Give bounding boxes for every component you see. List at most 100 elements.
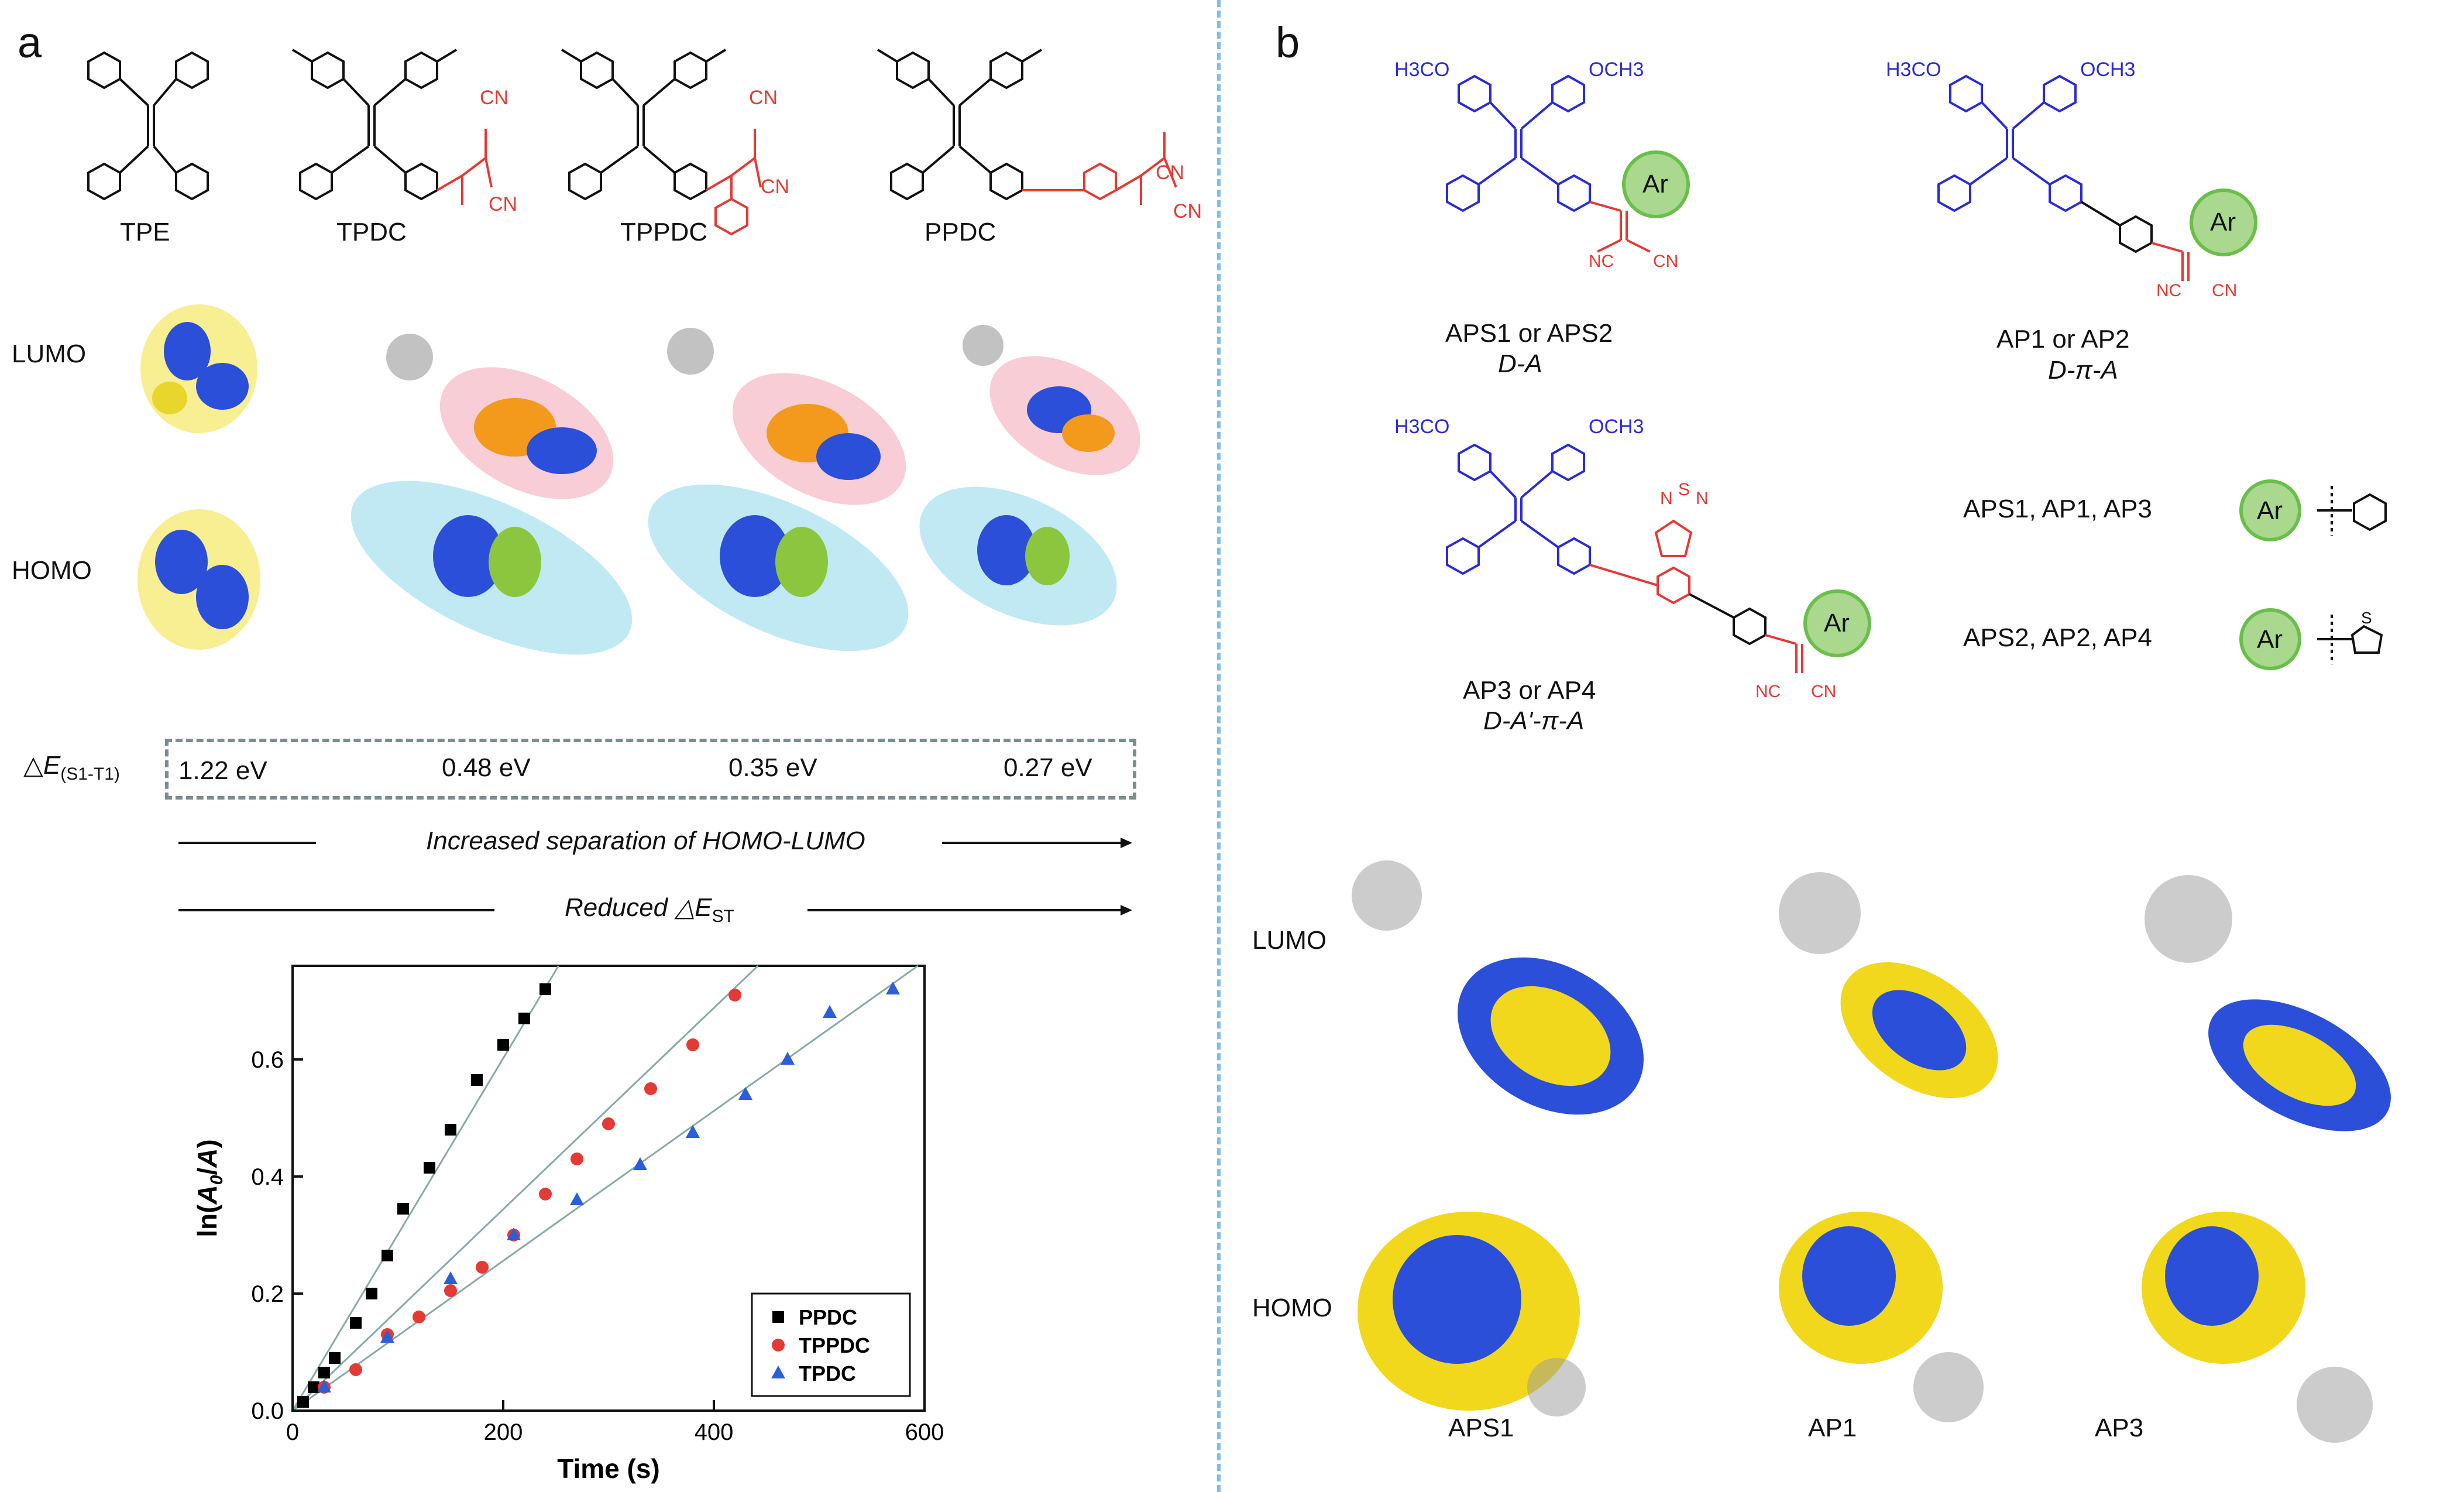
panel-divider	[1217, 0, 1221, 1492]
delta-e-tpe: 1.22 eV	[178, 756, 267, 785]
ppdc-cn-1: CN	[1156, 162, 1185, 184]
panel-a-structures	[87, 49, 1177, 236]
tpdc-cn-2: CN	[489, 193, 518, 215]
point-ppdc-7	[397, 1203, 409, 1215]
fit-line-tpdc	[292, 965, 919, 1412]
ppdc-cn-2: CN	[1173, 200, 1202, 222]
legend-label-tppdc: TPPDC	[799, 1333, 870, 1357]
molecule-label-tpdc: TPDC	[336, 218, 407, 246]
point-tpdc-3	[507, 1227, 521, 1240]
y-tick-label-1: 0.2	[251, 1281, 284, 1307]
point-tpdc-0	[317, 1380, 331, 1392]
legend-marker-tppdc	[772, 1339, 785, 1352]
point-tppdc-11	[686, 1038, 699, 1051]
ar-def-label-2: APS2, AP2, AP4	[1963, 623, 2152, 652]
homo-tppdc	[648, 484, 909, 651]
point-ppdc-3	[329, 1352, 341, 1364]
structure-type-1: D-A	[1498, 349, 1542, 378]
molecule-label-ap1: AP1	[1808, 1414, 1857, 1442]
nc-label-1: NC	[1589, 252, 1614, 271]
y-tick-label-3: 0.6	[251, 1047, 284, 1073]
point-tpdc-8	[781, 1052, 795, 1065]
ar-def-label-1: APS1, AP1, AP3	[1963, 495, 2152, 523]
point-ppdc-12	[518, 1013, 530, 1024]
point-tppdc-9	[602, 1117, 615, 1130]
homo-aps1	[1358, 1212, 1586, 1416]
chart-legend: PPDC TPPDC TPDC	[751, 1292, 911, 1397]
y-tick-label-0: 0.0	[251, 1398, 284, 1424]
ap34-donor	[1446, 443, 1591, 575]
ap-donor	[1937, 74, 2082, 212]
structure-type-3: D-A'-π-A	[1483, 706, 1585, 735]
x-tick-label-2: 400	[695, 1419, 734, 1445]
btd-n-2: N	[1696, 489, 1709, 508]
ppdc-structure	[877, 49, 1043, 201]
btd-n-1: N	[1660, 489, 1673, 508]
tppdc-structure	[561, 49, 727, 201]
ar-circle-1	[1622, 150, 1690, 218]
point-tppdc-12	[728, 989, 741, 1001]
molecule-label-tppdc: TPPDC	[620, 218, 708, 246]
thiophene-s: S	[2361, 609, 2372, 627]
lumo-tpdc	[386, 334, 614, 499]
lumo-aps1	[1352, 860, 1644, 1115]
legend-label-tpdc: TPDC	[799, 1361, 856, 1385]
point-tpdc-2	[444, 1271, 458, 1284]
legend-marker-ppdc	[772, 1311, 784, 1323]
orbital-label-lumo-b: LUMO	[1252, 926, 1327, 955]
point-ppdc-2	[318, 1367, 330, 1378]
orbital-label-homo-b: HOMO	[1252, 1294, 1332, 1322]
och3-label-1: OCH3	[1589, 59, 1644, 81]
och3-label-3: OCH3	[1589, 416, 1644, 438]
homo-tpdc	[350, 481, 633, 655]
tppdc-cn-2: CN	[761, 176, 790, 198]
point-ppdc-10	[471, 1074, 483, 1086]
lumo-tpe	[140, 304, 257, 433]
homo-ap3	[2142, 1212, 2373, 1443]
structure-name-1: APS1 or APS2	[1445, 319, 1613, 348]
point-tpdc-1	[380, 1330, 394, 1343]
x-tick-label-0: 0	[286, 1419, 299, 1445]
orbital-label-homo-a: HOMO	[12, 556, 92, 585]
ar-def-text-2: Ar	[2257, 625, 2283, 654]
lumo-ap3	[2145, 875, 2391, 1131]
homo-ap1	[1779, 1212, 1984, 1422]
point-ppdc-1	[308, 1381, 319, 1393]
point-tpdc-7	[738, 1087, 752, 1100]
ar-circle-def-1	[2239, 479, 2301, 541]
delta-e-tpdc: 0.48 eV	[442, 753, 531, 782]
point-ppdc-0	[297, 1396, 309, 1408]
ar-text-1: Ar	[1642, 170, 1668, 198]
fit-line-tppdc	[291, 965, 759, 1412]
molecule-label-aps1: APS1	[1448, 1414, 1514, 1442]
point-tppdc-7	[539, 1188, 552, 1201]
ar-circle-3	[1803, 589, 1871, 657]
point-tpdc-10	[886, 982, 900, 994]
btd-s: S	[1678, 480, 1690, 499]
y-tick-label-2: 0.4	[251, 1164, 284, 1190]
panel-b-letter: b	[1276, 18, 1300, 67]
tpe-structure	[87, 51, 209, 201]
ar-circle-def-2	[2239, 608, 2301, 670]
cn-label-3: CN	[1811, 682, 1837, 701]
nc-label-3: NC	[1755, 682, 1781, 701]
ar-circle-2	[2190, 188, 2257, 256]
delta-e-values-box	[165, 739, 1136, 800]
homo-ppdc	[919, 486, 1117, 626]
point-tpdc-9	[823, 1005, 837, 1018]
point-ppdc-6	[382, 1250, 393, 1261]
tpdc-structure	[291, 49, 458, 201]
point-ppdc-9	[445, 1124, 456, 1136]
legend-label-ppdc: PPDC	[799, 1305, 857, 1329]
molecule-label-ppdc: PPDC	[925, 218, 996, 246]
point-tppdc-5	[476, 1261, 489, 1274]
arrow-text-reduced-est: Reduced △EST	[565, 893, 734, 926]
h3co-label-3: H3CO	[1394, 416, 1450, 438]
cn-label-1: CN	[1653, 252, 1679, 271]
homo-tpe	[138, 509, 260, 650]
panel-a-orbitals	[138, 304, 1140, 655]
delta-e-ppdc: 0.27 eV	[1004, 753, 1092, 782]
panel-a-letter: a	[18, 18, 42, 67]
panel-b-structures	[1446, 74, 2387, 673]
